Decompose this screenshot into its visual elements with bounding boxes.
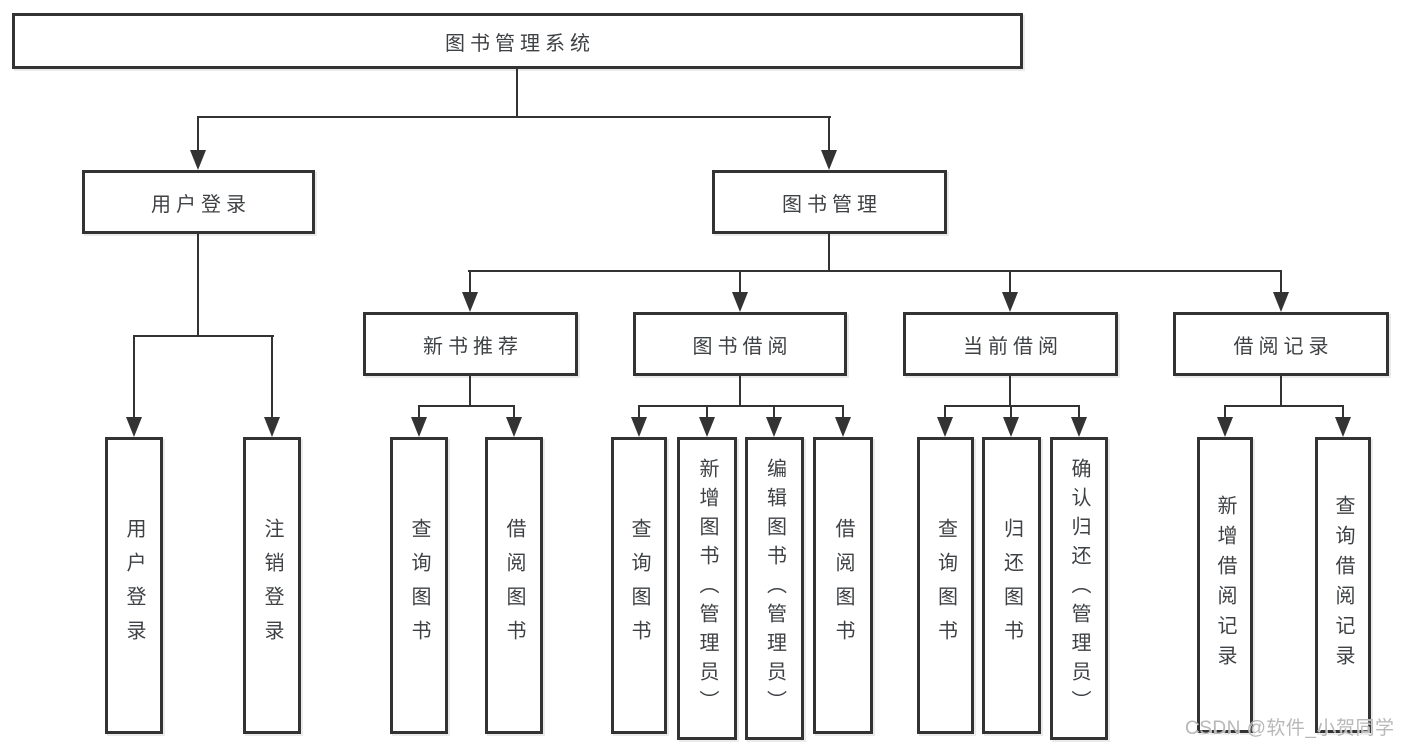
arrowhead-icon [264,417,280,437]
node-label: 查询借阅记录 [1332,495,1354,675]
arrowhead-icon [766,417,782,437]
node-label: 借阅图书 [503,517,525,654]
connector-line [1280,374,1282,407]
node-label: 确认归还（管理员） [1068,458,1090,719]
leaf-borrow-query-books: 查询图书 [611,437,667,734]
connector-line [1224,405,1226,419]
leaf-records-add-record: 新增借阅记录 [1197,437,1253,733]
connector-line [1342,405,1344,419]
connector-line [944,405,1080,407]
arrowhead-icon [835,417,851,437]
node-label: 编辑图书（管理员） [763,458,786,719]
connector-line [418,405,515,407]
node-label: 新增借阅记录 [1214,495,1236,675]
connector-line [197,116,831,118]
connector-line [197,232,199,337]
connector-line [842,405,844,419]
node-label: 当前借阅 [963,335,1063,358]
node-label: 注销登录 [261,517,283,654]
arrowhead-icon [190,150,206,170]
node-new-book-recommend: 新书推荐 [363,312,578,376]
arrowhead-icon [1335,417,1351,437]
connector-line [828,116,830,152]
connector-line [197,116,199,152]
connector-line [1078,405,1080,419]
node-user-login: 用户登录 [82,170,315,234]
arrowhead-icon [411,417,427,437]
connector-line [1009,374,1011,407]
node-label: 图书管理 [782,193,882,216]
leaf-newrec-query-books: 查询图书 [390,437,448,734]
connector-line [271,335,273,419]
node-label: 查询图书 [628,517,650,654]
connector-line [706,405,708,419]
node-label: 新增图书（管理员） [696,458,718,719]
connector-line [638,405,640,419]
connector-line [468,270,1282,272]
leaf-current-query-books: 查询图书 [917,437,974,734]
connector-line [516,69,518,117]
connector-line [638,405,844,407]
connector-line [944,405,946,419]
node-label: 归还图书 [1000,517,1023,654]
node-label: 新书推荐 [423,335,523,358]
node-label: 查询图书 [408,517,430,654]
leaf-newrec-borrow-books: 借阅图书 [485,437,543,734]
leaf-records-query-record: 查询借阅记录 [1315,437,1371,733]
arrowhead-icon [1071,417,1087,437]
arrowhead-icon [699,417,715,437]
connector-line [739,374,741,407]
leaf-borrow-edit-books-admin: 编辑图书（管理员） [745,437,804,740]
node-book-borrowing: 图书借阅 [633,312,847,376]
node-label: 借阅记录 [1233,335,1334,358]
leaf-borrow-add-books-admin: 新增图书（管理员） [677,437,737,740]
arrowhead-icon [1217,417,1233,437]
leaf-borrow-borrow-books: 借阅图书 [813,437,873,734]
leaf-user-login: 用户登录 [105,437,163,734]
connector-line [739,270,741,295]
node-label: 用户登录 [151,193,251,216]
arrowhead-icon [1003,417,1019,437]
arrowhead-icon [126,417,142,437]
connector-line [469,270,471,295]
node-book-management: 图书管理 [712,170,947,234]
watermark: CSDN @软件_小贺同学 [1185,718,1395,739]
connector-line [513,405,515,419]
arrowhead-icon [462,292,478,312]
connector-line [828,232,830,272]
connector-line [1280,270,1282,295]
node-label: 图书借阅 [692,335,793,358]
arrowhead-icon [937,417,953,437]
arrowhead-icon [1273,292,1289,312]
arrowhead-icon [821,150,837,170]
arrowhead-icon [1002,292,1018,312]
node-label: 查询图书 [934,517,957,654]
leaf-current-return-books: 归还图书 [982,437,1041,734]
node-current-borrowing: 当前借阅 [903,312,1118,376]
connector-line [133,335,274,337]
arrowhead-icon [506,417,522,437]
connector-line [1224,405,1343,407]
connector-line [1009,270,1011,295]
connector-line [469,374,471,407]
arrowhead-icon [631,417,647,437]
node-label: 用户登录 [123,517,145,654]
connector-line [773,405,775,419]
node-library-system: 图书管理系统 [12,13,1023,69]
leaf-logout-login: 注销登录 [243,437,301,734]
node-label: 借阅图书 [832,517,854,654]
arrowhead-icon [732,292,748,312]
node-label: 图书管理系统 [445,32,595,55]
node-borrowing-records: 借阅记录 [1173,312,1389,376]
leaf-current-confirm-return-admin: 确认归还（管理员） [1050,437,1108,740]
connector-line [418,405,420,419]
connector-line [133,335,135,419]
connector-line [1010,405,1012,419]
